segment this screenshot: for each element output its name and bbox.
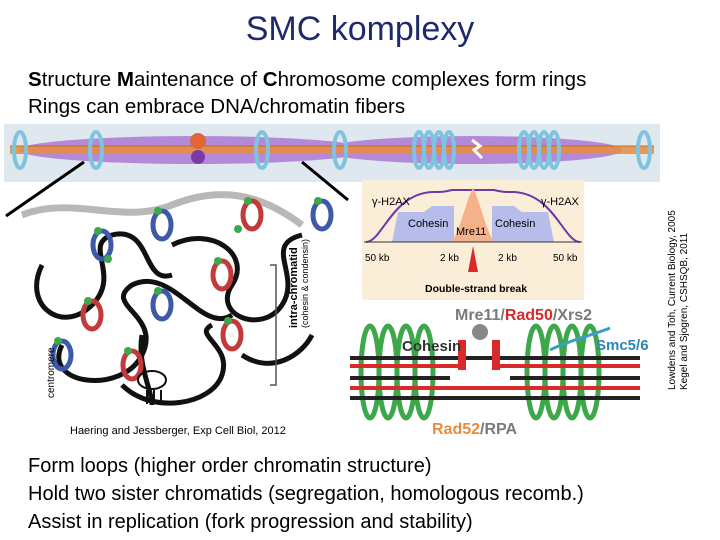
function-item: Hold two sister chromatids (segregation,… — [28, 483, 584, 505]
function-item: Assist in replication (fork progression … — [28, 511, 473, 533]
pointer-lines — [5, 160, 349, 218]
rad52-rpa-label: Rad52/RPA — [432, 421, 518, 438]
centromere-label: centromere — [46, 347, 57, 398]
subtitle: Structure Maintenance of Chromosome comp… — [28, 66, 586, 120]
gamma-h2ax-right: γ-H2AX — [541, 196, 579, 208]
intra-chromatid-label: intra-chromatid (cohesin & condensin) — [288, 238, 310, 328]
repair-cohesin-label: Cohesin — [402, 338, 462, 355]
function-item: Form loops (higher order chromatin struc… — [28, 455, 432, 477]
tick-50kb-left: 50 kb — [365, 253, 390, 264]
chromatin-loop-figure — [20, 191, 334, 406]
repair-complex-figure — [350, 323, 640, 421]
cohesin-right-label: Cohesin — [495, 218, 536, 230]
dsb-cohesin-figure — [362, 180, 584, 300]
tick-2kb-left: 2 kb — [440, 253, 459, 264]
mre11-rad50-xrs2-label: Mre11/Rad50/Xrs2 — [455, 307, 592, 324]
cohesin-left-label: Cohesin — [408, 218, 449, 230]
figure-credit-vertical: Lowdens and Toh, Current Biology, 2005 K… — [667, 210, 690, 390]
smc-ring-band-figure — [4, 124, 660, 182]
mre11-center-label: Mre11 — [456, 226, 487, 238]
function-list: Form loops (higher order chromatin struc… — [28, 452, 584, 536]
figure-credit-horizontal: Haering and Jessberger, Exp Cell Biol, 2… — [70, 425, 286, 437]
tick-2kb-right: 2 kb — [498, 253, 517, 264]
slide-title: SMC komplexy — [245, 10, 475, 48]
subtitle-line-1: Structure Maintenance of Chromosome comp… — [28, 68, 587, 91]
smc56-label: Smc5/6 — [596, 337, 649, 354]
gamma-h2ax-left: γ-H2AX — [372, 196, 410, 208]
tick-50kb-right: 50 kb — [553, 253, 578, 264]
dsb-caption: Double-strand break — [425, 283, 528, 295]
subtitle-line-2: Rings can embrace DNA/chromatin fibers — [28, 95, 406, 118]
